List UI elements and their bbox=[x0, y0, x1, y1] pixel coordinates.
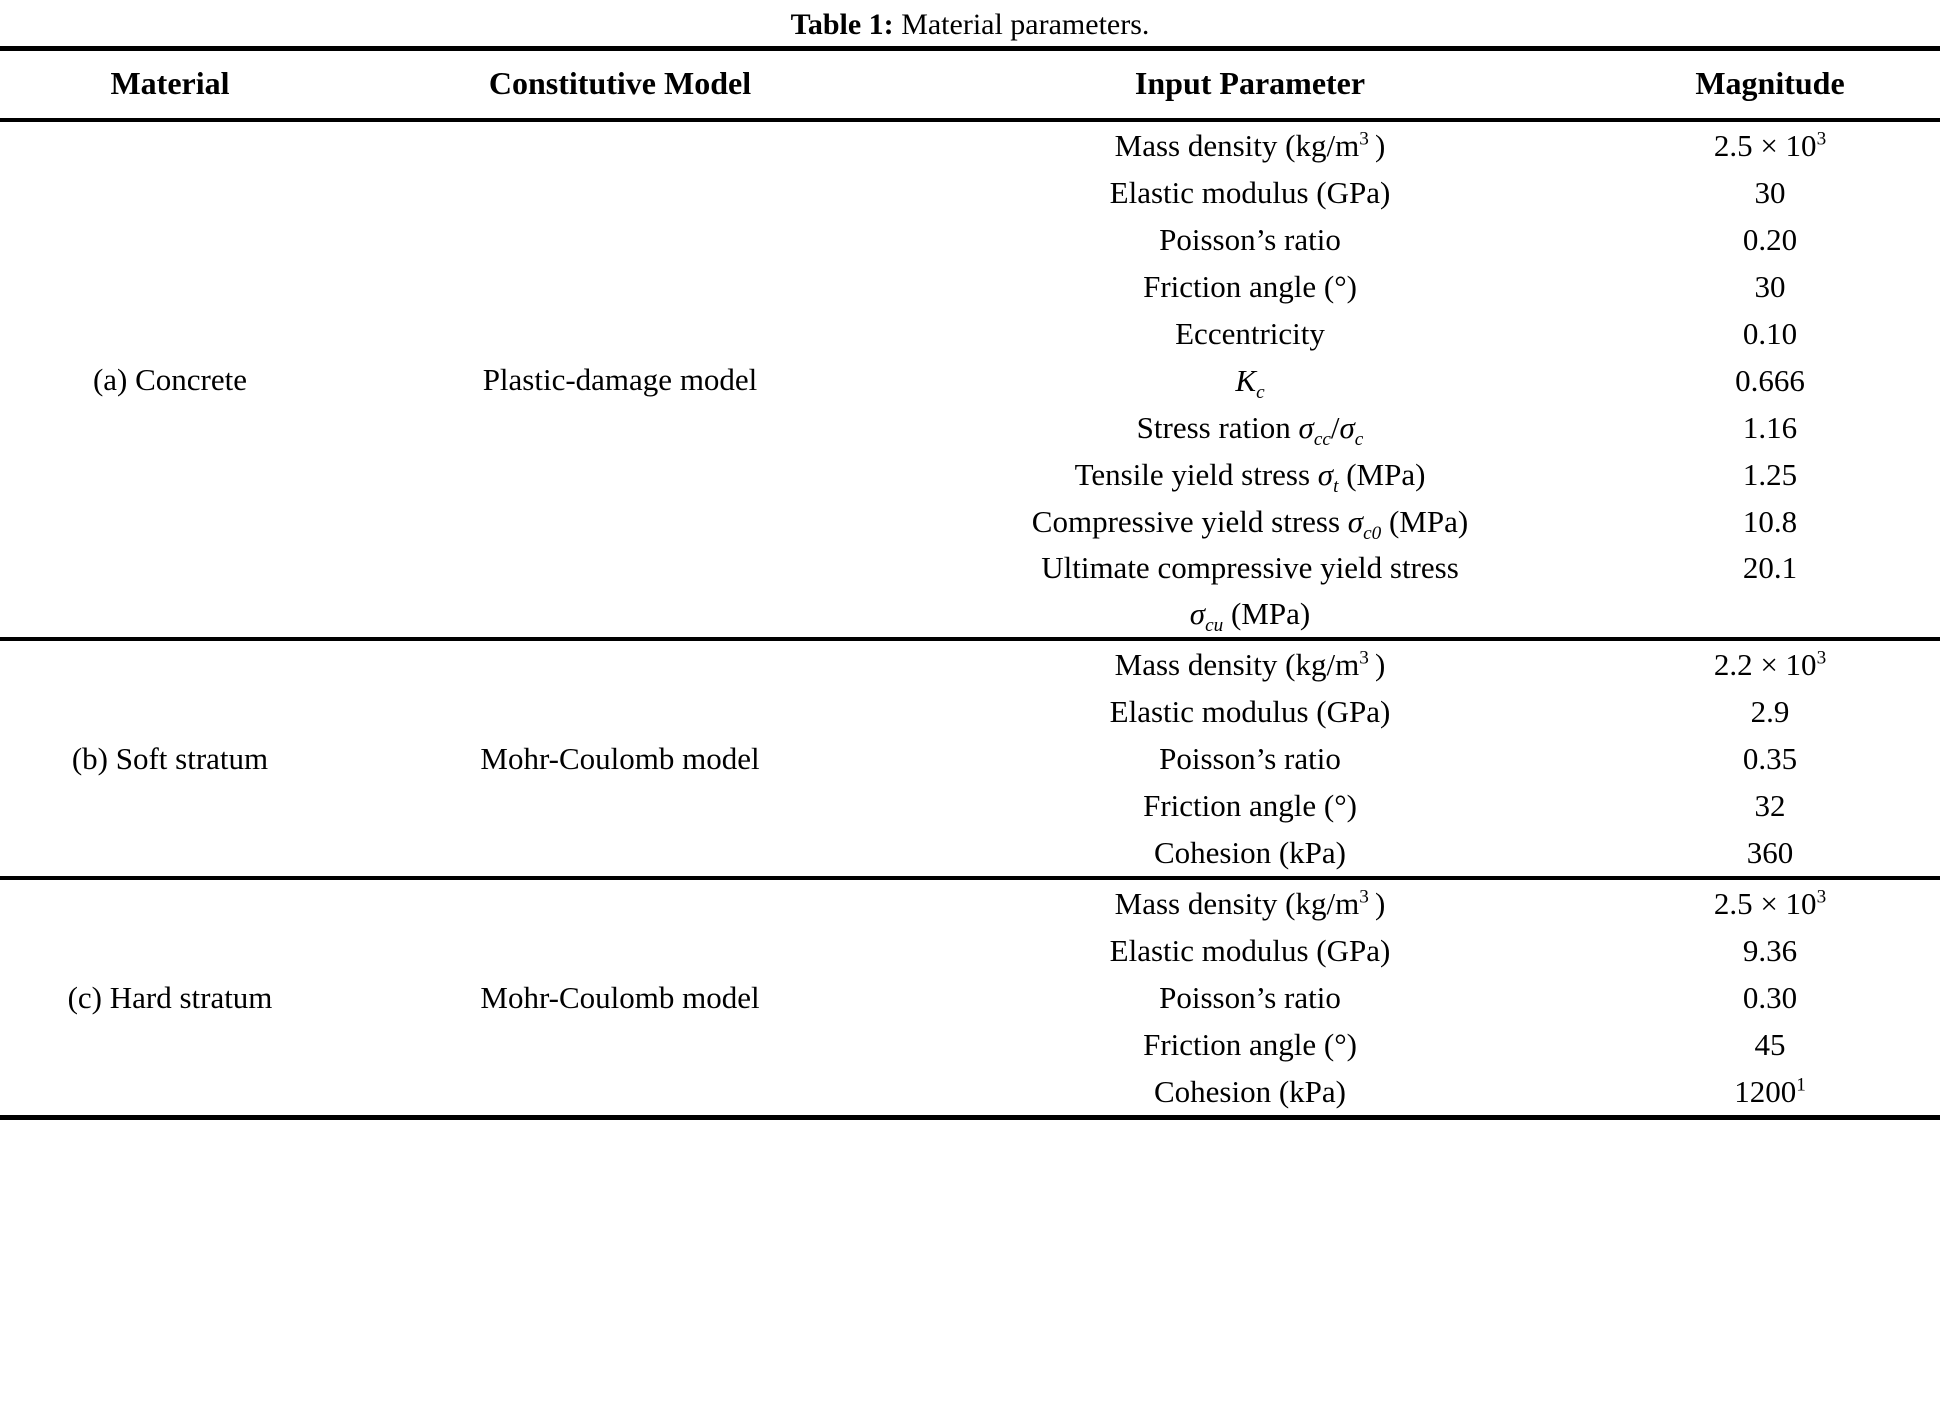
cell-parameter: Poisson’s ratio bbox=[1159, 741, 1341, 776]
table-row: (c) Hard stratum Mohr-Coulomb model Mass… bbox=[0, 880, 1940, 1015]
cell-magnitude: 12001 bbox=[1600, 1068, 1940, 1115]
cell-model-soft-stratum: Mohr-Coulomb model bbox=[480, 740, 760, 776]
cell-parameter: Cohesion (kPa) bbox=[1153, 835, 1346, 870]
table-row: (b) Soft stratum Mohr-Coulomb model Mass… bbox=[0, 641, 1940, 776]
cell-material-concrete: (a) Concrete bbox=[92, 361, 248, 397]
cell-magnitude: 360 bbox=[1746, 835, 1794, 870]
table-row: Compressive yield stress σc0 (MPa) 10.8 bbox=[0, 498, 1940, 545]
cell-parameter: Elastic modulus (GPa) bbox=[1109, 933, 1391, 968]
cell-magnitude: 2.2 × 103 bbox=[1713, 647, 1827, 682]
cell-parameter: Friction angle (°) bbox=[1143, 269, 1357, 304]
material-parameters-table: Material Constitutive Model Input Parame… bbox=[0, 51, 1940, 118]
column-header-model: Constitutive Model bbox=[488, 65, 752, 101]
cell-magnitude: 9.36 bbox=[1742, 933, 1798, 968]
column-header-magnitude: Magnitude bbox=[1695, 65, 1845, 101]
section-soft-stratum: (b) Soft stratum Mohr-Coulomb model Mass… bbox=[0, 641, 1940, 876]
table-row: Poisson’s ratio 0.20 bbox=[0, 216, 1940, 263]
table-row: Poisson’s ratio 0.35 bbox=[0, 735, 1940, 782]
cell-magnitude: 1.25 bbox=[1742, 457, 1798, 492]
section-divider-a-b bbox=[0, 637, 1940, 641]
table-row: Cohesion (kPa) 12001 bbox=[0, 1068, 1940, 1115]
cell-parameter: Tensile yield stress σt (MPa) bbox=[1074, 457, 1426, 498]
cell-magnitude: 2.5 × 103 bbox=[1713, 886, 1827, 921]
column-header-material: Material bbox=[110, 65, 230, 101]
table-row: Tensile yield stress σt (MPa) 1.25 bbox=[0, 451, 1940, 498]
cell-magnitude: 10.8 bbox=[1742, 504, 1798, 539]
caption-label: Table 1: bbox=[790, 8, 894, 41]
cell-magnitude: 2.5 × 103 bbox=[1713, 128, 1827, 163]
cell-magnitude: 0.666 bbox=[1735, 363, 1805, 398]
cell-parameter: Mass density (kg/m3 ) bbox=[1114, 128, 1386, 163]
cell-parameter: Poisson’s ratio bbox=[1159, 222, 1341, 257]
cell-parameter: Mass density (kg/m3 ) bbox=[1114, 886, 1386, 921]
cell-magnitude: 0.10 bbox=[1742, 316, 1798, 351]
cell-magnitude: 0.35 bbox=[1742, 741, 1798, 776]
cell-parameter: Friction angle (°) bbox=[1143, 1027, 1357, 1062]
cell-material-hard-stratum: (c) Hard stratum bbox=[67, 979, 273, 1015]
cell-parameter: Eccentricity bbox=[1175, 316, 1325, 351]
section-concrete: (a) Concrete Plastic-damage model Mass d… bbox=[0, 122, 1940, 637]
cell-magnitude: 45 bbox=[1754, 1027, 1786, 1062]
table-header-row: Material Constitutive Model Input Parame… bbox=[0, 51, 1940, 118]
footnote-marker: 1 bbox=[1796, 1074, 1806, 1096]
table-row: Poisson’s ratio 0.30 bbox=[0, 974, 1940, 1021]
table-row: Elastic modulus (GPa) 30 bbox=[0, 169, 1940, 216]
cell-magnitude: 30 bbox=[1754, 175, 1786, 210]
cell-parameter: Stress ration σcc/σc bbox=[1136, 410, 1364, 451]
cell-magnitude: 32 bbox=[1754, 788, 1786, 823]
table-header: Material Constitutive Model Input Parame… bbox=[0, 51, 1940, 118]
cell-parameter: Kc bbox=[1235, 363, 1265, 404]
column-header-parameter: Input Parameter bbox=[1134, 65, 1366, 101]
table-row: (a) Concrete Plastic-damage model Mass d… bbox=[0, 122, 1940, 397]
magnitude-value: 1200 bbox=[1734, 1074, 1797, 1109]
table-row: Cohesion (kPa) 360 bbox=[0, 829, 1940, 876]
section-divider-b-c bbox=[0, 876, 1940, 880]
cell-magnitude: 1.16 bbox=[1742, 410, 1798, 445]
cell-magnitude: 2.9 bbox=[1750, 694, 1790, 729]
section-hard-stratum: (c) Hard stratum Mohr-Coulomb model Mass… bbox=[0, 880, 1940, 1115]
table-row: Friction angle (°) 30 bbox=[0, 263, 1940, 310]
cell-parameter: Friction angle (°) bbox=[1143, 788, 1357, 823]
cell-parameter: Poisson’s ratio bbox=[1159, 980, 1341, 1015]
table-row: Elastic modulus (GPa) 2.9 bbox=[0, 688, 1940, 735]
cell-magnitude: 20.1 bbox=[1742, 550, 1798, 585]
cell-parameter: Elastic modulus (GPa) bbox=[1109, 694, 1391, 729]
cell-parameter: Cohesion (kPa) bbox=[1153, 1074, 1346, 1109]
table-bottom-rule bbox=[0, 1115, 1940, 1120]
cell-magnitude: 0.20 bbox=[1742, 222, 1798, 257]
cell-magnitude: 30 bbox=[1754, 269, 1786, 304]
cell-parameter: Elastic modulus (GPa) bbox=[1109, 175, 1391, 210]
table-top-rule bbox=[0, 46, 1940, 51]
table-row: Stress ration σcc/σc 1.16 bbox=[0, 404, 1940, 451]
caption-text: Material parameters. bbox=[893, 8, 1150, 41]
cell-material-soft-stratum: (b) Soft stratum bbox=[71, 740, 269, 776]
header-rule bbox=[0, 118, 1940, 122]
table-row: Friction angle (°) 32 bbox=[0, 782, 1940, 829]
table-row: Eccentricity 0.10 bbox=[0, 310, 1940, 357]
table-row: Friction angle (°) 45 bbox=[0, 1021, 1940, 1068]
table-row: Kc 0.666 bbox=[0, 357, 1940, 404]
cell-model-concrete: Plastic-damage model bbox=[482, 361, 758, 397]
cell-model-hard-stratum: Mohr-Coulomb model bbox=[480, 979, 760, 1015]
cell-magnitude: 0.30 bbox=[1742, 980, 1798, 1015]
cell-parameter: Compressive yield stress σc0 (MPa) bbox=[1031, 504, 1469, 545]
table-row: Elastic modulus (GPa) 9.36 bbox=[0, 927, 1940, 974]
cell-parameter: Mass density (kg/m3 ) bbox=[1114, 647, 1386, 682]
table-caption: Table 1: Material parameters. bbox=[0, 0, 1940, 46]
